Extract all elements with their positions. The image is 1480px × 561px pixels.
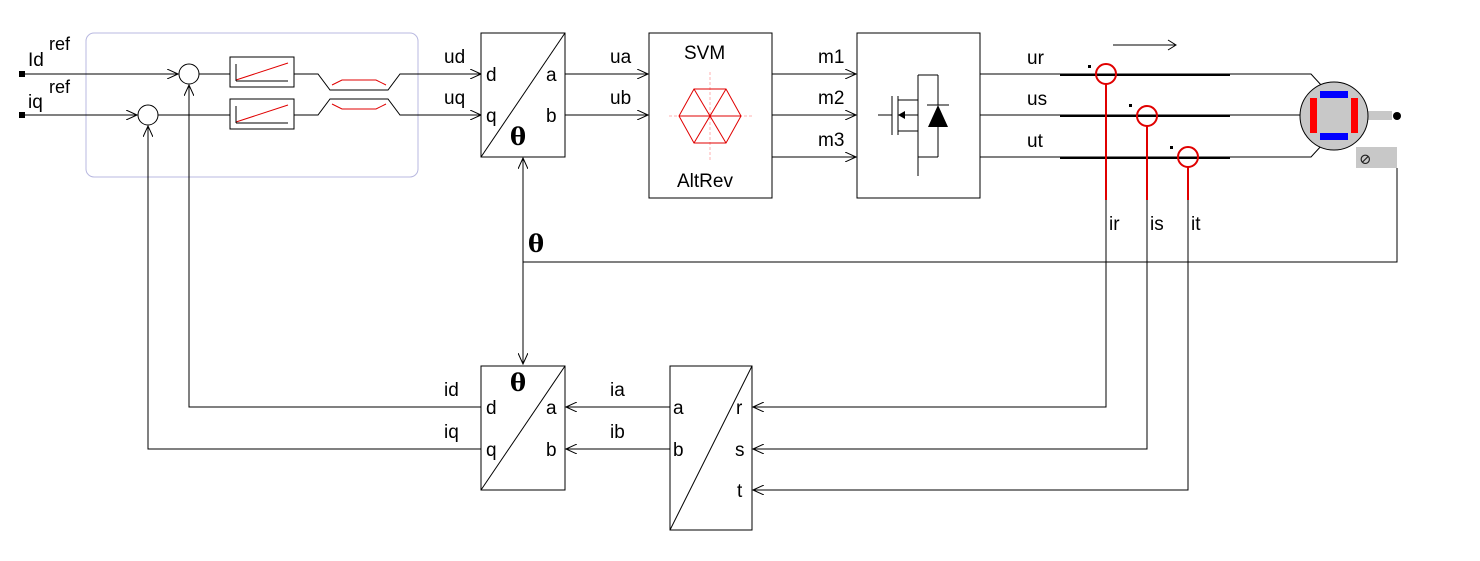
dq-ab-b-port: b [546, 106, 557, 127]
m1-label: m1 [818, 47, 844, 68]
ub-label: ub [610, 88, 631, 109]
id-ref-superscript: ref [49, 34, 71, 54]
dq-ab-a-port: a [546, 65, 557, 86]
rst-to-ab-transform[interactable] [669, 365, 753, 531]
ut-label: ut [1027, 131, 1044, 152]
current-sensor-s[interactable] [1129, 104, 1158, 200]
svm-title: SVM [684, 43, 725, 64]
wire-theta-feedback [523, 168, 1398, 263]
ur-label: ur [1027, 48, 1045, 69]
decoupling-crossover [294, 73, 478, 116]
controller-group-frame [85, 32, 419, 178]
wire-id-feedback [189, 85, 481, 408]
sum-junction-q[interactable] [137, 104, 159, 126]
rst-ab-t-port: t [737, 481, 743, 502]
power-flow-arrow [1113, 39, 1177, 51]
wire-it-feedback [753, 200, 1189, 490]
iq-ref-label: iq [28, 92, 43, 113]
inverter-block[interactable] [856, 32, 981, 199]
ab-dq-theta-port: θ [510, 368, 526, 397]
ab-to-dq-transform[interactable] [480, 365, 566, 491]
sum-junction-d[interactable] [178, 63, 200, 85]
ab-dq-q-port: q [486, 440, 497, 461]
phase-wires [980, 73, 1323, 159]
pmsm-motor[interactable] [1299, 81, 1401, 151]
pi-controller-q[interactable] [229, 98, 295, 130]
ia-label: ia [610, 380, 625, 401]
ib-label: ib [610, 422, 625, 443]
ab-dq-a-port: a [546, 398, 557, 419]
current-sensor-r[interactable] [1088, 63, 1117, 200]
rst-ab-r-port: r [736, 398, 743, 419]
ud-label: ud [444, 47, 465, 68]
ab-dq-d-port: d [486, 398, 497, 419]
position-encoder[interactable]: ⊘ [1356, 147, 1397, 168]
us-label: us [1027, 89, 1047, 110]
is-label: is [1150, 214, 1164, 235]
iq-label: iq [444, 422, 459, 443]
rst-ab-a-port: a [673, 398, 684, 419]
wire-ir-feedback [753, 200, 1107, 407]
svm-subtitle: AltRev [677, 171, 733, 192]
uq-label: uq [444, 88, 465, 109]
iq-ref-superscript: ref [49, 77, 71, 97]
id-label: id [444, 380, 459, 401]
rst-ab-s-port: s [735, 440, 745, 461]
ir-label: ir [1109, 214, 1120, 235]
id-ref-label: Id [28, 50, 44, 71]
current-sensor-t[interactable] [1170, 146, 1199, 200]
rst-ab-b-port: b [673, 440, 684, 461]
encoder-symbol: ⊘ [1359, 150, 1372, 168]
svm-block[interactable] [648, 32, 773, 199]
id-ref-port[interactable] [19, 71, 25, 77]
wire-is-feedback [753, 200, 1148, 449]
dq-ab-d-port: d [486, 65, 497, 86]
wire-iq-feedback [148, 126, 481, 450]
m2-label: m2 [818, 88, 844, 109]
theta-feedback-label: θ [528, 229, 544, 258]
m3-label: m3 [818, 130, 844, 151]
dq-to-ab-transform[interactable] [480, 32, 566, 158]
it-label: it [1191, 214, 1201, 235]
dq-ab-q-port: q [486, 106, 497, 127]
iq-ref-port[interactable] [19, 112, 25, 118]
ua-label: ua [610, 47, 632, 68]
pi-controller-d[interactable] [229, 56, 295, 88]
dq-ab-theta-port: θ [510, 122, 526, 151]
ab-dq-b-port: b [546, 440, 557, 461]
